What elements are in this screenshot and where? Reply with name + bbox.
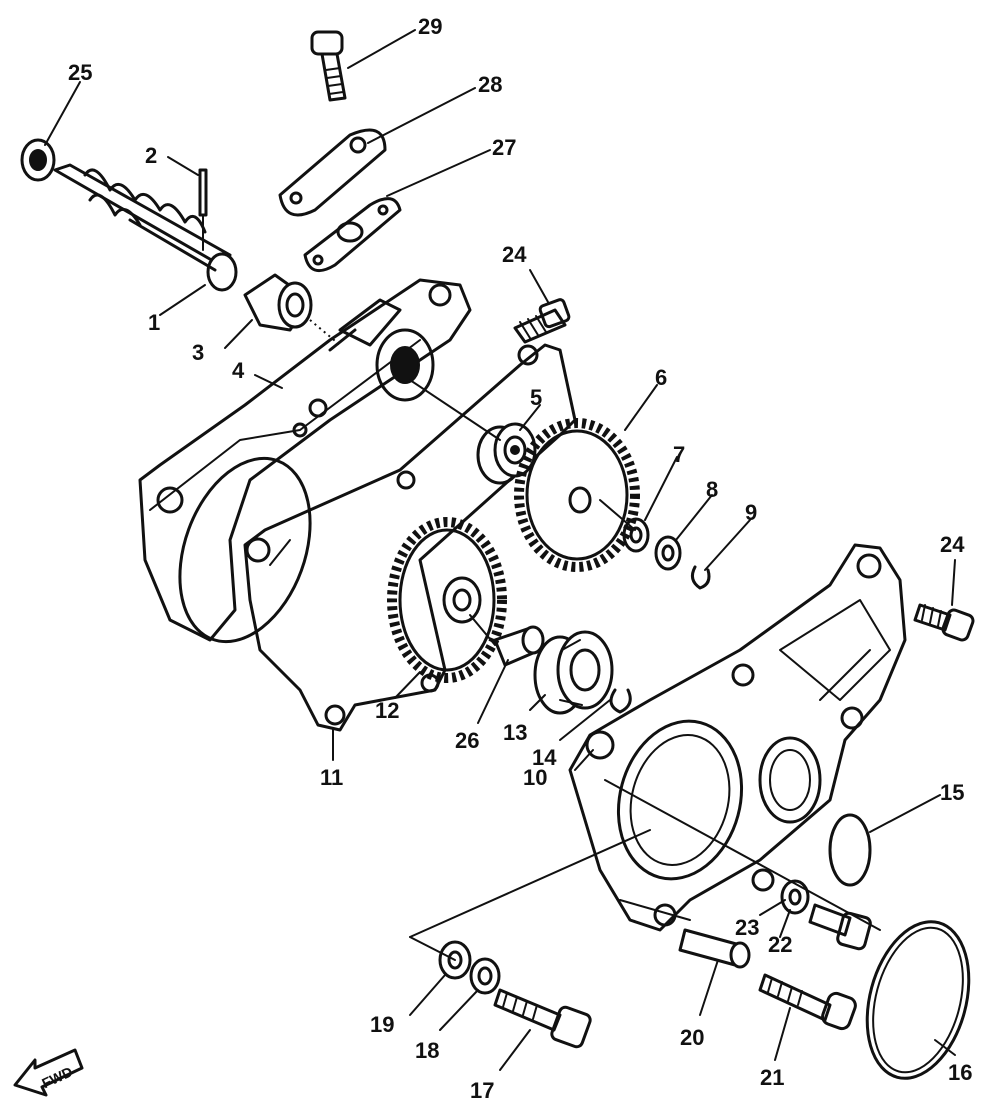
callout-14: 14 (532, 745, 557, 770)
part-10-cover (568, 543, 907, 932)
part-29-bolt (310, 30, 347, 102)
callout-24-upper: 24 (502, 242, 527, 267)
callout-23: 23 (735, 915, 759, 940)
callout-5: 5 (530, 385, 542, 410)
callout-26: 26 (455, 728, 479, 753)
part-25-oil-seal (20, 138, 56, 182)
part-9-circlip (690, 565, 711, 590)
callout-21: 21 (760, 1065, 784, 1090)
part-19-washer (438, 940, 472, 980)
callout-27: 27 (492, 135, 516, 160)
callout-22: 22 (768, 932, 792, 957)
part-18-washer (469, 957, 501, 995)
leader-lines (44, 29, 956, 1071)
part-17-bolt (493, 988, 592, 1049)
fwd-arrow-icon: FWD (13, 1048, 84, 1097)
callout-9: 9 (745, 500, 757, 525)
callout-17: 17 (470, 1078, 494, 1103)
callout-13: 13 (503, 720, 527, 745)
callout-16: 16 (948, 1060, 972, 1085)
part-12-sprocket (387, 517, 507, 683)
part-20-sleeve (678, 928, 751, 969)
part-8-washer (654, 535, 682, 571)
callout-19: 19 (370, 1012, 394, 1037)
fwd-label: FWD (39, 1063, 75, 1091)
part-23-washer (780, 879, 810, 915)
part-7-washer (622, 517, 650, 553)
callout-2: 2 (145, 143, 157, 168)
part-5-bearing (476, 422, 537, 485)
part-24-bolt-right (913, 603, 975, 642)
assembly-reference-lines (409, 379, 881, 961)
part-6-sprocket (514, 418, 640, 572)
part-22-bolt (808, 903, 872, 951)
part-15-circlip (828, 813, 872, 887)
callout-3: 3 (192, 340, 204, 365)
callout-4: 4 (232, 358, 245, 383)
part-1-shaft (53, 163, 238, 292)
part-4-housing (138, 278, 472, 644)
callout-20: 20 (680, 1025, 704, 1050)
callout-7: 7 (673, 442, 685, 467)
callout-28: 28 (478, 72, 502, 97)
part-24-bolt-upper (513, 298, 571, 344)
part-3-collar (243, 273, 341, 346)
part-2-pin (198, 168, 208, 251)
part-27-gasket (303, 197, 402, 273)
callout-12: 12 (375, 698, 399, 723)
callout-29: 29 (418, 14, 442, 39)
part-13-bearing (533, 630, 614, 715)
callout-1: 1 (148, 310, 160, 335)
part-16-o-ring (865, 920, 971, 1080)
callout-25: 25 (68, 60, 92, 85)
callout-24-right: 24 (940, 532, 965, 557)
part-28-cover-plate (278, 128, 387, 217)
callout-6: 6 (655, 365, 667, 390)
callout-11: 11 (320, 765, 343, 790)
callout-18: 18 (415, 1038, 439, 1063)
part-21-bolt (758, 973, 857, 1031)
callout-labels: 25 2 1 3 4 29 28 27 24 5 6 7 8 9 24 15 1… (68, 14, 972, 1103)
part-14-circlip (609, 688, 632, 714)
callout-8: 8 (706, 477, 718, 502)
callout-10: 10 (523, 765, 547, 790)
callout-15: 15 (940, 780, 964, 805)
